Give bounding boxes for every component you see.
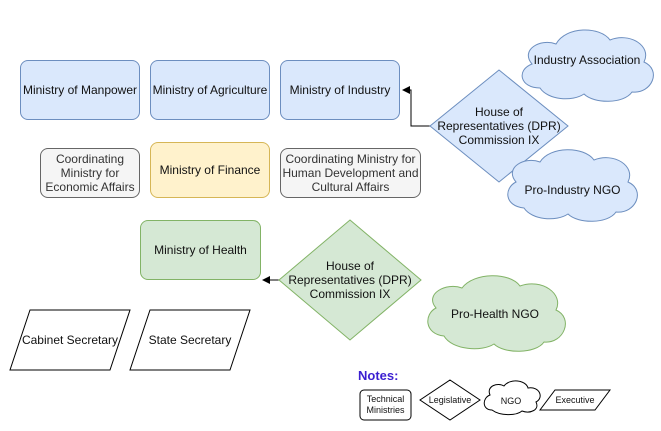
ministry-of-finance-label: Ministry of Finance (159, 163, 261, 177)
ministry-of-finance-node: Ministry of Finance (150, 142, 270, 198)
dpr-top-label: House of Representatives (DPR) Commissio… (437, 105, 561, 147)
industry-association-cloud (521, 29, 654, 102)
pro-health-ngo-label: Pro-Health NGO (450, 307, 540, 321)
coordinating-ministry-economic-node: Coordinating Ministry for Economic Affai… (40, 148, 140, 198)
legend-technical-ministries-shape (359, 389, 412, 421)
state-secretary-label: State Secretary (148, 333, 232, 347)
industry-association-label: Industry Association (533, 53, 641, 67)
dpr-bottom-label: House of Representatives (DPR) Commissio… (288, 259, 412, 301)
state-secretary-shape (129, 309, 251, 371)
ministry-of-health-node: Ministry of Health (140, 220, 261, 280)
ministry-of-industry-node: Ministry of Industry (280, 60, 400, 120)
ministry-of-agriculture-node: Ministry of Agriculture (150, 60, 270, 120)
legend-legislative-label: Legislative (428, 394, 472, 405)
ministry-of-health-label: Ministry of Health (154, 243, 247, 257)
arrow-dpr-to-industry (402, 86, 433, 127)
ministry-of-agriculture-label: Ministry of Agriculture (152, 83, 268, 97)
notes-title: Notes: (358, 368, 399, 383)
coordinating-ministry-economic-label: Coordinating Ministry for Economic Affai… (45, 152, 135, 194)
coordinating-ministry-human-node: Coordinating Ministry for Human Developm… (280, 148, 421, 198)
coordinating-ministry-human-label: Coordinating Ministry for Human Developm… (282, 152, 419, 194)
legend-ngo-label: NGO (500, 395, 522, 406)
legend-legislative-shape (419, 379, 481, 421)
pro-industry-ngo-label: Pro-Industry NGO (524, 183, 621, 197)
legend-technical-ministries-label: Technical Ministries (366, 394, 405, 415)
legend-ngo-shape (483, 380, 541, 416)
cabinet-secretary-shape (9, 309, 131, 371)
dpr-diamond-top (429, 69, 569, 183)
legend-executive-label: Executive (555, 394, 595, 405)
pro-industry-ngo-cloud (507, 149, 638, 222)
cabinet-secretary-label: Cabinet Secretary (21, 333, 119, 347)
dpr-diamond-bottom (278, 219, 422, 341)
ministry-of-manpower-label: Ministry of Manpower (22, 83, 138, 97)
legend-executive-shape (539, 389, 611, 411)
ministry-of-manpower-node: Ministry of Manpower (20, 60, 140, 120)
pro-health-ngo-cloud (427, 275, 566, 352)
ministry-of-industry-label: Ministry of Industry (289, 83, 391, 97)
